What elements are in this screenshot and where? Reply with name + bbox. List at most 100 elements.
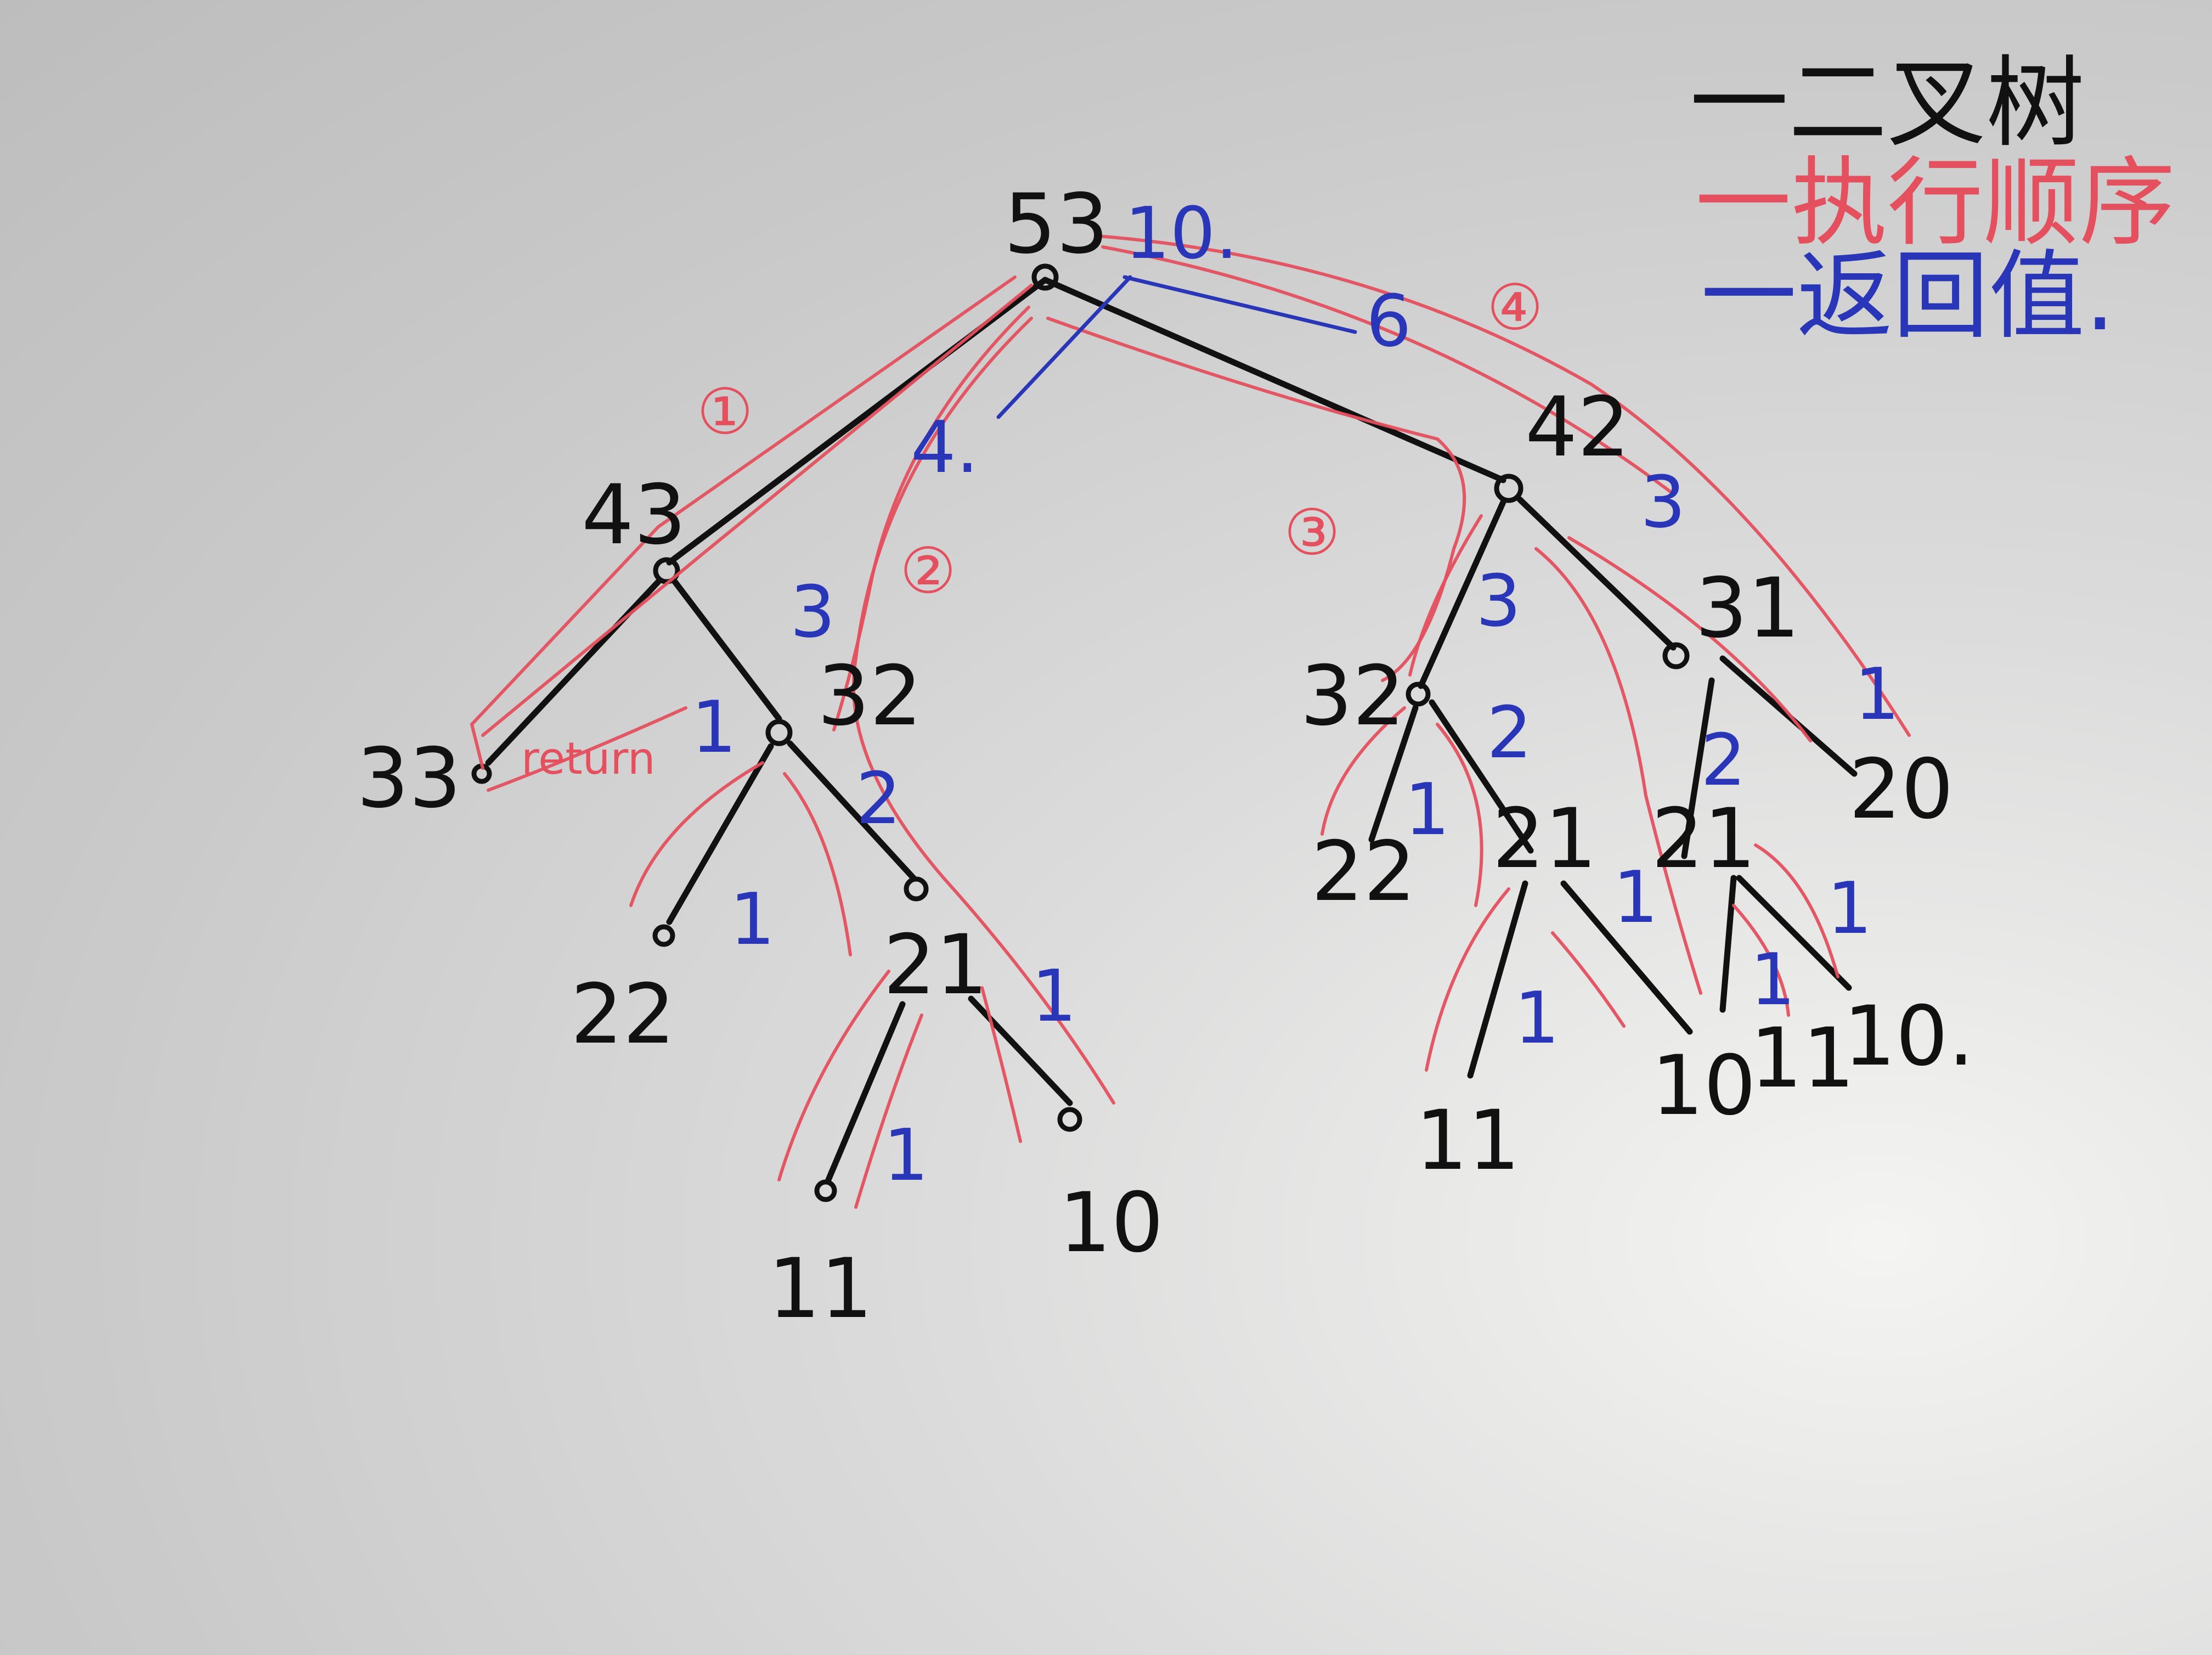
node-label-21rr: 21 bbox=[1651, 791, 1756, 887]
return-label-lrl: 1 bbox=[730, 877, 775, 961]
edge-21-11r bbox=[1467, 880, 1528, 1079]
edge-31-20 bbox=[1719, 655, 1858, 777]
red-path-21-down bbox=[777, 970, 890, 1181]
node-label-43: 43 bbox=[582, 468, 686, 563]
edge-42-32 bbox=[1418, 499, 1506, 689]
red-path-32r-down bbox=[1321, 706, 1406, 836]
node-circle-22 bbox=[652, 924, 675, 947]
return-label-rrll: 1 bbox=[1750, 938, 1796, 1021]
node-label-21r: 21 bbox=[1492, 791, 1597, 887]
node-circle-32 bbox=[765, 719, 793, 746]
red-path-lr-down2 bbox=[783, 772, 852, 956]
node-label-20: 20 bbox=[1849, 742, 1954, 837]
node-circle-11 bbox=[814, 1179, 837, 1202]
return-label-rrr: 1 bbox=[1854, 652, 1900, 736]
node-label-11rr: 11 bbox=[1750, 1011, 1855, 1106]
red-path-21-right bbox=[980, 986, 1022, 1143]
red-path-1a bbox=[481, 284, 1033, 737]
legend-order: 一执行顺序 bbox=[1695, 148, 2175, 259]
edge-32-22 bbox=[666, 743, 774, 925]
order-mark-3: ③ bbox=[1284, 496, 1340, 570]
node-circle-21-mid bbox=[904, 876, 929, 902]
node-labels: 53 43 33 32 22 21 11 10 42 32 22 21 11 1… bbox=[357, 177, 1974, 1337]
node-label-32r: 32 bbox=[1300, 649, 1405, 744]
red-path-rl-2 bbox=[1551, 931, 1626, 1028]
return-label-lrrl: 1 bbox=[883, 1113, 929, 1197]
red-path-rr2 bbox=[1567, 536, 1812, 742]
red-path-4 bbox=[1096, 234, 1911, 737]
edge-53-42 bbox=[1042, 277, 1506, 483]
return-label-rl-right: 3 bbox=[1476, 559, 1521, 643]
red-path-32r-down2 bbox=[1436, 723, 1483, 907]
red-path-2 bbox=[851, 317, 1115, 1105]
legend-return: 一返回值. bbox=[1701, 241, 2115, 352]
return-label-rr-left: 2 bbox=[1701, 718, 1746, 802]
tree-nodes bbox=[471, 263, 1690, 1202]
return-label-rrlr: 1 bbox=[1827, 866, 1872, 950]
red-path-4b bbox=[1101, 245, 1675, 496]
return-label-42: 6 bbox=[1366, 279, 1412, 363]
red-path-r-left bbox=[1408, 514, 1483, 677]
node-label-11r: 11 bbox=[1415, 1093, 1520, 1189]
red-path-rr bbox=[1534, 547, 1702, 995]
edge-21-10r bbox=[1560, 880, 1693, 1035]
edge-21-10rr bbox=[1736, 875, 1852, 991]
order-mark-4: ④ bbox=[1487, 271, 1543, 345]
order-marks: ① ② ③ ④ return bbox=[521, 271, 1543, 784]
return-label-l-right: 3 bbox=[790, 570, 836, 654]
blue-path-root-right bbox=[1122, 275, 1357, 334]
return-value-labels: 10. 4. 6 3 3 2 3 2 2 1 1 1 1 1 1 1 1 1 1 bbox=[691, 192, 1900, 1197]
edge-31-21r bbox=[1681, 677, 1715, 859]
red-path-rl-1 bbox=[1425, 887, 1510, 1072]
tree-edges bbox=[485, 277, 1858, 1183]
order-mark-return: return bbox=[521, 733, 656, 784]
execution-order-paths bbox=[470, 234, 1911, 1209]
return-label-rlrr: 1 bbox=[1613, 855, 1658, 939]
return-label-rll: 1 bbox=[1404, 768, 1450, 851]
node-circle-31 bbox=[1662, 642, 1690, 669]
red-path-3 bbox=[1046, 317, 1466, 682]
node-label-42: 42 bbox=[1525, 380, 1630, 475]
node-label-31: 31 bbox=[1695, 561, 1800, 656]
order-mark-1: ① bbox=[697, 375, 753, 449]
edge-32-21r bbox=[1429, 699, 1534, 854]
node-circle-10 bbox=[1057, 1107, 1082, 1132]
red-path-rr-1 bbox=[1732, 904, 1790, 1017]
blue-path-root-left bbox=[996, 275, 1132, 419]
node-label-10rr: 10. bbox=[1843, 989, 1974, 1084]
node-label-21: 21 bbox=[883, 917, 988, 1013]
node-label-22r: 22 bbox=[1311, 824, 1416, 920]
return-label-rlr: 2 bbox=[1487, 691, 1532, 774]
edge-32-21 bbox=[787, 740, 917, 881]
red-path-return bbox=[487, 706, 687, 792]
red-path-lr-down bbox=[629, 761, 764, 907]
node-circle-root bbox=[1031, 263, 1059, 291]
edge-21-10 bbox=[968, 995, 1073, 1106]
return-value-paths bbox=[996, 275, 1357, 419]
node-label-10: 10 bbox=[1059, 1175, 1164, 1271]
edge-21-11 bbox=[825, 1001, 906, 1183]
red-path-rr-2 bbox=[1754, 843, 1839, 978]
node-label-33: 33 bbox=[357, 731, 461, 826]
node-label-11: 11 bbox=[768, 1241, 873, 1337]
edge-42-31 bbox=[1516, 496, 1677, 651]
node-circle-42 bbox=[1494, 474, 1523, 503]
red-path-1b bbox=[470, 275, 1017, 770]
return-label-rlrl: 1 bbox=[1514, 976, 1560, 1060]
return-label-root: 10. bbox=[1125, 192, 1238, 275]
return-label-lrr: 1 bbox=[1031, 954, 1077, 1038]
red-path-2b bbox=[832, 306, 1030, 731]
return-label-lr-right: 2 bbox=[856, 757, 901, 840]
node-circle-32r bbox=[1406, 682, 1431, 707]
legend: 一二叉树 一执行顺序 一返回值. bbox=[1690, 46, 2175, 352]
edge-43-32 bbox=[672, 578, 782, 722]
node-label-10r: 10 bbox=[1651, 1038, 1756, 1134]
return-label-ll: 1 bbox=[691, 685, 737, 769]
return-label-r-right: 3 bbox=[1640, 460, 1686, 544]
red-path-21-up bbox=[854, 1014, 923, 1209]
order-mark-2: ② bbox=[900, 534, 956, 608]
node-label-32: 32 bbox=[817, 649, 922, 744]
edge-21-11rr bbox=[1719, 875, 1737, 1013]
edge-32-22r bbox=[1368, 705, 1419, 843]
